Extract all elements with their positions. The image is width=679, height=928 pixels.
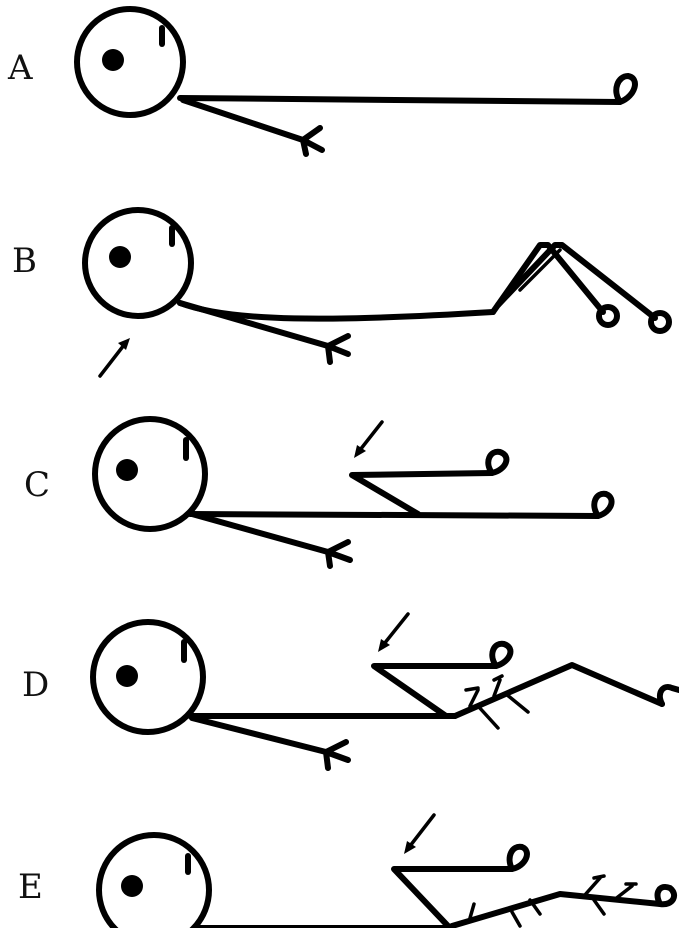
axon-extension — [449, 891, 663, 928]
panel-e: E — [18, 813, 678, 928]
growth-cone — [613, 73, 638, 105]
axon — [177, 95, 623, 105]
nucleus — [116, 665, 138, 687]
axon-branch — [371, 663, 499, 719]
panel-c: C — [24, 416, 615, 569]
neuron-soma — [74, 6, 186, 118]
branch-arrows — [468, 874, 638, 928]
axon-branch — [349, 470, 495, 517]
growth-cone — [596, 304, 620, 328]
nucleus — [121, 875, 143, 897]
panel-b: B — [12, 207, 672, 378]
axon-extension — [452, 662, 665, 719]
pointer-arrow — [98, 338, 130, 378]
axon-branch — [518, 248, 562, 292]
pointer-arrow — [404, 813, 436, 854]
nucleus — [116, 459, 138, 481]
panel-a: A — [7, 6, 638, 157]
growth-cone — [485, 448, 510, 476]
panel-label-e: E — [18, 867, 43, 907]
growth-cone — [648, 310, 672, 334]
neuron-soma — [82, 207, 194, 319]
panel-label-d: D — [22, 665, 49, 705]
dendrite — [177, 300, 331, 349]
pointer-arrow — [354, 420, 384, 458]
panel-label-c: C — [24, 465, 50, 505]
nucleus — [109, 246, 131, 268]
neuron-soma — [92, 416, 208, 532]
growth-cone — [654, 884, 678, 908]
panel-label-a: A — [7, 48, 33, 88]
growth-cone — [656, 684, 679, 707]
panel-d: D — [22, 612, 679, 771]
dendrite-fork — [323, 739, 351, 771]
axon-branch — [391, 866, 515, 928]
dendrite — [180, 97, 306, 143]
dendrite-fork — [325, 539, 353, 569]
axon-branch — [490, 242, 606, 315]
nucleus — [102, 49, 124, 71]
growth-cone — [489, 640, 514, 669]
dendrite — [189, 511, 331, 555]
neuron-soma — [90, 619, 206, 735]
dendrite — [189, 715, 329, 755]
dendrite-fork — [300, 125, 325, 157]
axon — [187, 511, 601, 519]
neuron-soma — [96, 832, 212, 928]
dendrite-fork — [325, 333, 351, 365]
pointer-arrow — [378, 612, 410, 652]
growth-cone — [591, 490, 615, 519]
branch-arrows — [464, 674, 530, 730]
growth-cone — [506, 843, 530, 872]
axon-branch — [495, 242, 658, 321]
panel-label-b: B — [12, 241, 37, 281]
